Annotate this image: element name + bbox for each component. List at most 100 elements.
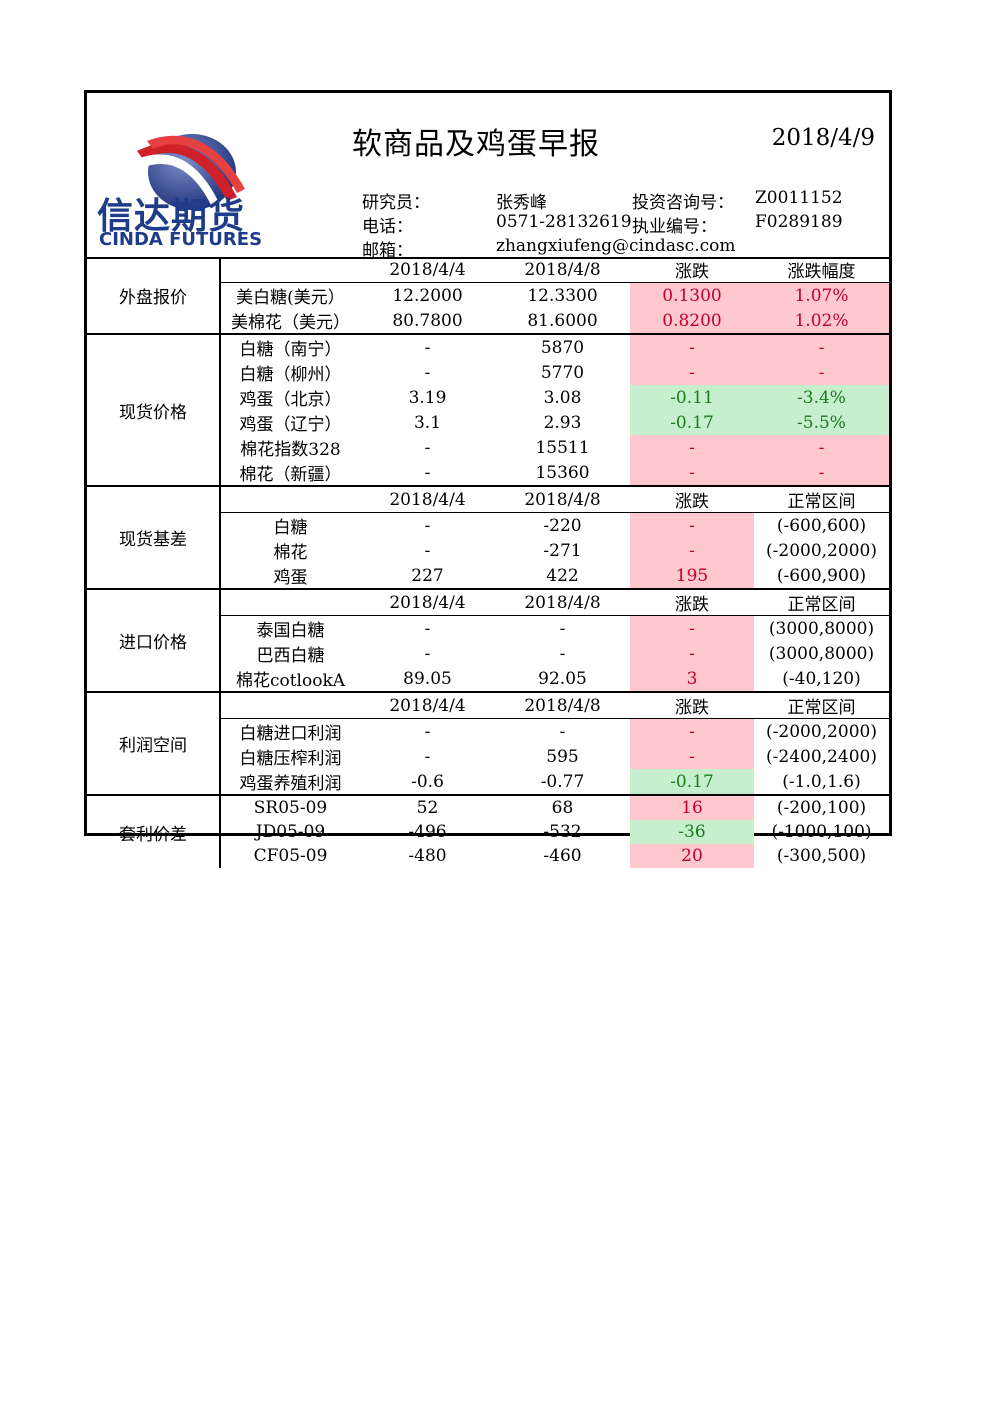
cell: - <box>424 337 431 358</box>
report-header: 信达期货 CINDA FUTURES 软商品及鸡蛋早报 2018/4/9 研究员… <box>87 93 889 261</box>
consult-label: 投资咨询号： <box>632 193 734 213</box>
cell: -220 <box>543 515 582 536</box>
change-pct-cell: - <box>754 360 889 385</box>
table-row: 外盘报价 2018/4/4 2018/4/8 涨跌 涨跌幅度 <box>87 257 889 335</box>
license-number: F0289189 <box>755 212 843 232</box>
change-cell: -0.17 <box>630 769 754 796</box>
change-cell: - <box>630 360 754 385</box>
change-pct-cell: 1.07% <box>754 282 889 308</box>
cell: 15360 <box>495 460 630 487</box>
table-row: 白糖进口利润 - - - (-2000,2000) <box>87 718 889 744</box>
row-label: 棉花指数328 <box>240 440 341 460</box>
range-cell: (-600,600) <box>776 515 867 536</box>
section-label: 套利价差 <box>87 795 221 868</box>
change-cell: - <box>630 512 754 538</box>
table-row: 现货基差 2018/4/4 2018/4/8 涨跌 正常区间 <box>87 486 889 590</box>
researcher-name: 张秀峰 <box>496 193 547 213</box>
cell: -532 <box>543 822 582 842</box>
cell: - <box>424 643 431 664</box>
section-label: 现货价格 <box>87 334 221 487</box>
logo-english-text: CINDA FUTURES <box>99 229 263 250</box>
table-row: 现货价格 白糖（南宁） - 5870 - - <box>87 334 889 487</box>
range-cell: (-1.0,1.6) <box>754 769 889 796</box>
table-row: 套利价差 SR05-09 52 68 16 (-200,100) <box>87 795 889 868</box>
table-row: 棉花cotlookA 89.05 92.05 3 (-40,120) <box>87 666 889 693</box>
change-cell: -36 <box>630 820 754 844</box>
range-cell: (3000,8000) <box>768 618 875 639</box>
license-label: 执业编号： <box>632 217 717 237</box>
row-label: 鸡蛋养殖利润 <box>220 769 360 796</box>
table-row: 美棉花（美元） 80.7800 81.6000 0.8200 1.02% <box>87 308 889 335</box>
column-header: 2018/4/8 <box>495 486 630 513</box>
cell: -480 <box>408 846 447 866</box>
change-cell: - <box>630 538 754 563</box>
cell: - <box>424 746 431 767</box>
row-label: 白糖进口利润 <box>239 724 342 744</box>
row-label: 白糖（南宁） <box>239 340 342 360</box>
cell: - <box>424 540 431 561</box>
column-header: 2018/4/8 <box>495 257 630 283</box>
table-row: 棉花（新疆） - 15360 - - <box>87 460 889 487</box>
range-cell: (-600,900) <box>754 563 889 590</box>
cell: - <box>559 643 566 664</box>
cell: 12.2000 <box>392 285 463 306</box>
cell: - <box>424 618 431 639</box>
cell: 3.1 <box>413 412 442 433</box>
column-header: 正常区间 <box>754 692 889 719</box>
table-row: 鸡蛋（北京） 3.19 3.08 -0.11 -3.4% <box>87 385 889 410</box>
email-address: zhangxiufeng@cindasc.com <box>496 236 736 256</box>
table-row: 白糖（柳州） - 5770 - - <box>87 360 889 385</box>
range-cell: (-2000,2000) <box>766 540 877 561</box>
row-label: 棉花 <box>273 543 308 563</box>
change-cell: - <box>630 641 754 666</box>
cell: 5870 <box>540 337 585 358</box>
table-row: 美白糖(美元） 12.2000 12.3300 0.1300 1.07% <box>87 282 889 308</box>
cell: 15511 <box>535 437 590 458</box>
row-label: CF05-09 <box>253 846 328 866</box>
table-row: 鸡蛋 227 422 195 (-600,900) <box>87 563 889 590</box>
row-label: JD05-09 <box>255 822 326 842</box>
cell: 227 <box>360 563 495 590</box>
change-cell: - <box>630 718 754 744</box>
column-header: 正常区间 <box>754 486 889 513</box>
range-cell: (-200,100) <box>776 798 867 818</box>
section-label: 进口价格 <box>87 589 221 693</box>
change-pct-cell: - <box>754 435 889 460</box>
cell: -271 <box>543 540 582 561</box>
cell: - <box>424 721 431 742</box>
change-cell: - <box>630 334 754 360</box>
cell: - <box>559 721 566 742</box>
table-row: 泰国白糖 - - - (3000,8000) <box>87 615 889 641</box>
table-row: CF05-09 -480 -460 20 (-300,500) <box>87 844 889 868</box>
change-pct-cell: -5.5% <box>754 410 889 435</box>
column-header: 2018/4/4 <box>360 257 495 283</box>
section-label: 外盘报价 <box>87 257 221 335</box>
column-header: 2018/4/8 <box>495 589 630 616</box>
cell: - <box>360 460 495 487</box>
cell: 2.93 <box>543 412 582 433</box>
cell: - <box>424 515 431 536</box>
cell: 3.19 <box>408 387 447 408</box>
cell: 52 <box>416 798 439 818</box>
row-label: 白糖压榨利润 <box>239 749 342 769</box>
cell: 5770 <box>540 362 585 383</box>
researcher-label: 研究员： <box>362 193 430 213</box>
table-row: 棉花 - -271 - (-2000,2000) <box>87 538 889 563</box>
row-label: 鸡蛋 <box>220 563 360 590</box>
change-pct-cell: - <box>754 460 889 487</box>
table-row: 白糖 - -220 - (-600,600) <box>87 512 889 538</box>
change-cell: 195 <box>630 563 754 590</box>
table-row: JD05-09 -496 -532 -36 (-1000,100) <box>87 820 889 844</box>
cell: 595 <box>546 746 579 767</box>
cell: 3.08 <box>543 387 582 408</box>
change-pct-cell: - <box>754 334 889 360</box>
row-label: 鸡蛋（北京） <box>239 390 342 410</box>
change-cell: - <box>630 435 754 460</box>
row-label: 巴西白糖 <box>256 646 325 666</box>
cell: - <box>424 362 431 383</box>
row-label: 棉花cotlookA <box>220 666 360 693</box>
phone-label: 电话： <box>362 217 413 237</box>
range-cell: (-300,500) <box>776 846 867 866</box>
change-cell: - <box>630 615 754 641</box>
column-header: 2018/4/4 <box>360 486 495 513</box>
